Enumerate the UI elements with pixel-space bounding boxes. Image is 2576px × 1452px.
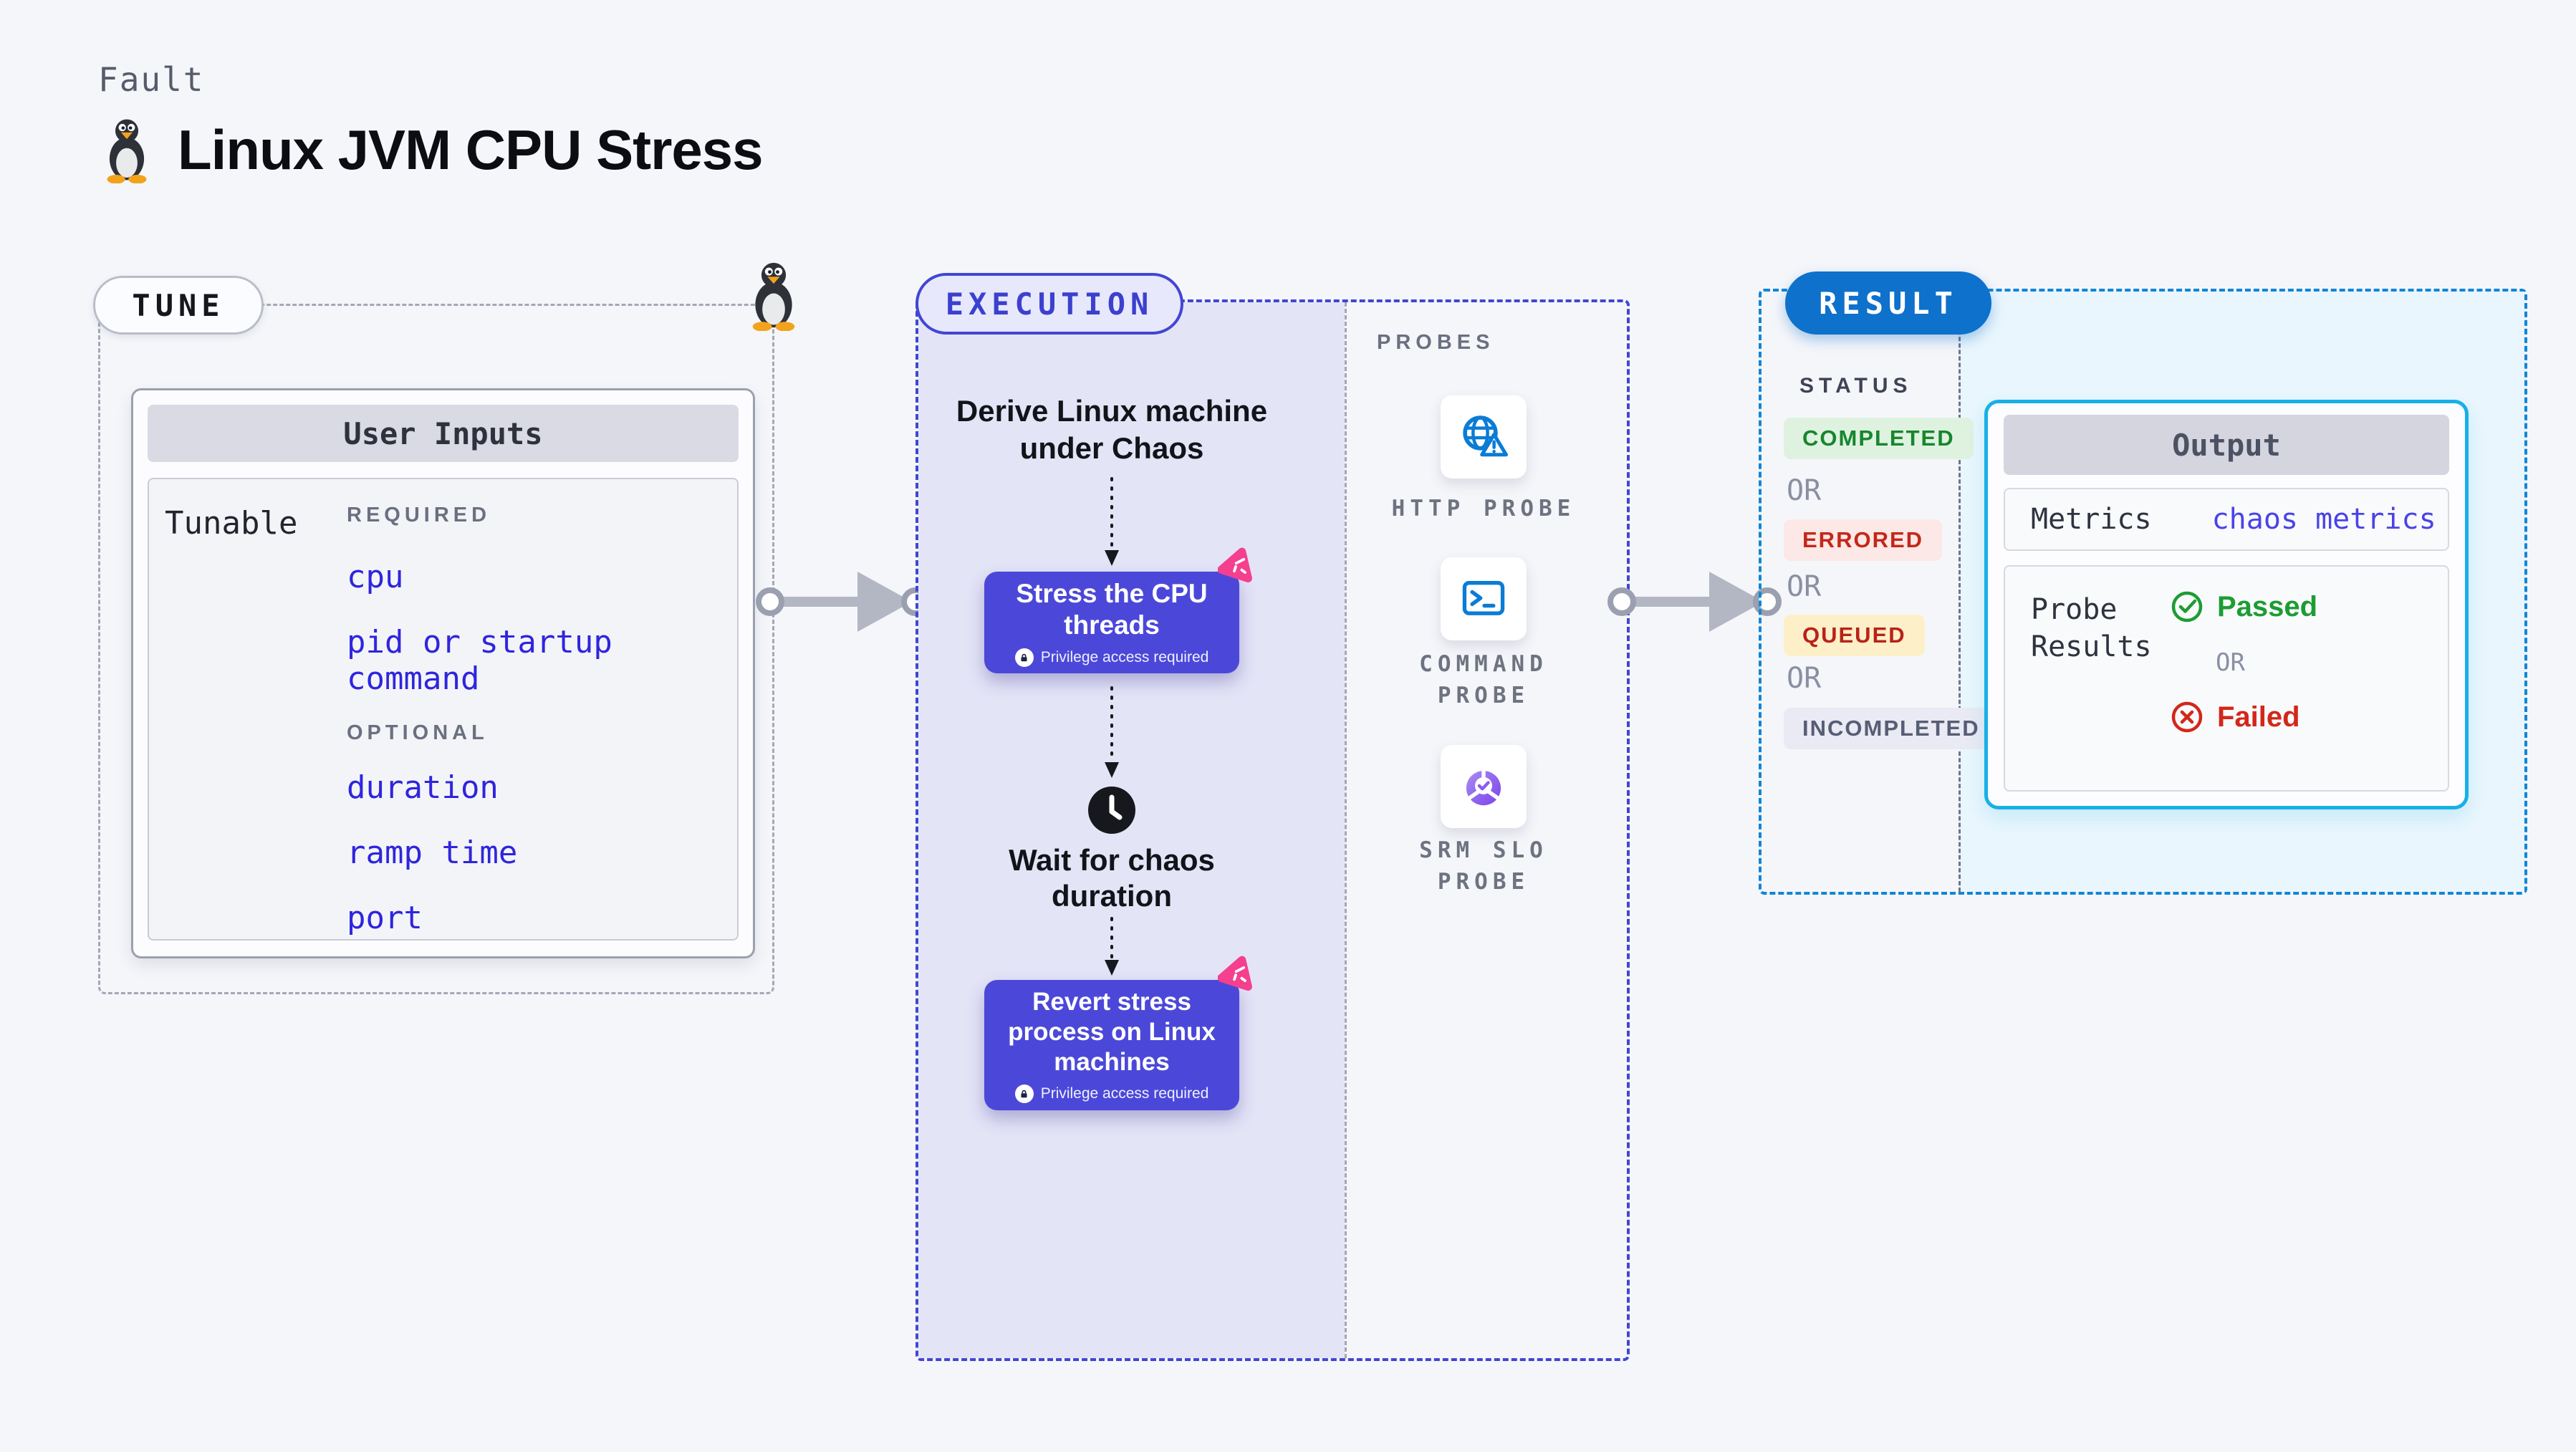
- flow-connector-arrow: [1105, 686, 1119, 778]
- failed-label: Failed: [2217, 701, 2300, 733]
- result-divider: [1959, 292, 1961, 892]
- privilege-note: Privilege access required: [1040, 649, 1209, 665]
- metrics-label: Metrics: [2031, 503, 2152, 536]
- optional-label: OPTIONAL: [347, 721, 489, 744]
- tux-linux-icon: [107, 119, 147, 183]
- result-pill: RESULT: [1785, 271, 1991, 335]
- output-card: Output Metrics chaos metrics Probe Resul…: [1984, 400, 2469, 809]
- stress-node-title: Stress the CPU threads: [1016, 579, 1208, 640]
- probe-card-http[interactable]: [1441, 395, 1527, 479]
- fault-kicker: Fault: [98, 60, 205, 99]
- user-inputs-card: User Inputs Tunable REQUIRED cpu pid or …: [131, 388, 755, 958]
- x-circle-icon: [2171, 701, 2203, 733]
- probe-card-command[interactable]: [1441, 557, 1527, 640]
- chaos-decal-icon: [1218, 956, 1252, 991]
- check-circle-icon: [2171, 591, 2203, 622]
- tunable-label: Tunable: [165, 505, 298, 542]
- wait-clock-icon: [1088, 787, 1135, 834]
- tunable-item-cpu[interactable]: cpu: [347, 559, 404, 595]
- flow-connector-arrow: [1105, 917, 1119, 976]
- verdict-column: Passed OR Failed: [2170, 590, 2317, 734]
- probe-results-label: Probe Results: [2031, 593, 2152, 663]
- tunable-list: REQUIRED cpu pid or startup command OPTI…: [347, 504, 737, 936]
- stress-cpu-node[interactable]: Stress the CPU threads Privilege access …: [984, 572, 1239, 673]
- execution-to-result-arrow: [1607, 572, 1782, 632]
- or-label: OR: [1787, 474, 1822, 507]
- required-label: REQUIRED: [347, 504, 491, 527]
- slo-pie-icon: [1466, 766, 1501, 806]
- tunable-item-duration[interactable]: duration: [347, 769, 499, 806]
- tune-pill: TUNE: [93, 276, 264, 335]
- execution-pill: EXECUTION: [915, 273, 1183, 335]
- user-inputs-table: Tunable REQUIRED cpu pid or startup comm…: [148, 478, 739, 941]
- derive-step-text: Derive Linux machine under Chaos: [956, 394, 1268, 465]
- terminal-icon: [1462, 581, 1505, 615]
- user-inputs-header: User Inputs: [148, 405, 739, 462]
- chaos-decal-icon: [1218, 547, 1252, 582]
- tunable-item-pid[interactable]: pid or startup command: [347, 624, 612, 697]
- metrics-row: Metrics chaos metrics: [2004, 488, 2449, 551]
- tune-section: [98, 304, 774, 994]
- status-badge-incompleted: INCOMPLETED: [1784, 708, 1999, 749]
- title-row: Linux JVM CPU Stress: [100, 116, 764, 183]
- tunable-item-ramp-time[interactable]: ramp time: [347, 835, 518, 871]
- privilege-row: Privilege access required: [1014, 648, 1209, 667]
- or-label: OR: [1787, 570, 1822, 603]
- metrics-value[interactable]: chaos metrics: [2211, 503, 2436, 536]
- or-label: OR: [2216, 648, 2245, 677]
- passed-row: Passed: [2170, 590, 2317, 624]
- lock-icon: [1014, 648, 1034, 667]
- privilege-row: Privilege access required: [1014, 1085, 1209, 1103]
- probe-results-row: Probe Results Passed OR Failed: [2004, 565, 2449, 792]
- status-badge-queued: QUEUED: [1784, 615, 1925, 656]
- page-title: Linux JVM CPU Stress: [178, 117, 764, 181]
- status-label: STATUS: [1799, 374, 1913, 398]
- lock-icon: [1014, 1085, 1034, 1103]
- privilege-note: Privilege access required: [1040, 1085, 1209, 1102]
- output-header: Output: [2004, 415, 2449, 475]
- flow-connector-arrow: [1105, 477, 1119, 566]
- probes-label: PROBES: [1377, 331, 1495, 354]
- tux-linux-icon: [752, 262, 795, 331]
- or-label: OR: [1787, 662, 1822, 695]
- status-badge-completed: COMPLETED: [1784, 418, 1974, 459]
- failed-row: Failed: [2170, 700, 2300, 734]
- status-badge-errored: ERRORED: [1784, 519, 1943, 561]
- revert-stress-node[interactable]: Revert stress process on Linux machines …: [984, 980, 1239, 1110]
- passed-label: Passed: [2217, 590, 2318, 622]
- wait-step-text: Wait for chaos duration: [1009, 843, 1215, 913]
- probe-label-http: HTTP PROBE: [1391, 496, 1576, 521]
- probes-divider: [1345, 302, 1347, 1358]
- probe-label-srm-slo: SRM SLO PROBE: [1419, 837, 1548, 895]
- probe-card-srm-slo[interactable]: [1441, 745, 1527, 828]
- revert-node-title: Revert stress process on Linux machines: [1008, 988, 1216, 1076]
- probe-label-command: COMMAND PROBE: [1419, 651, 1548, 708]
- tune-to-execution-arrow: [756, 572, 930, 632]
- execution-section: [915, 299, 1630, 1361]
- globe-alert-icon: [1463, 415, 1509, 457]
- tunable-item-port[interactable]: port: [347, 900, 423, 936]
- execution-flow-area: [918, 302, 1345, 1358]
